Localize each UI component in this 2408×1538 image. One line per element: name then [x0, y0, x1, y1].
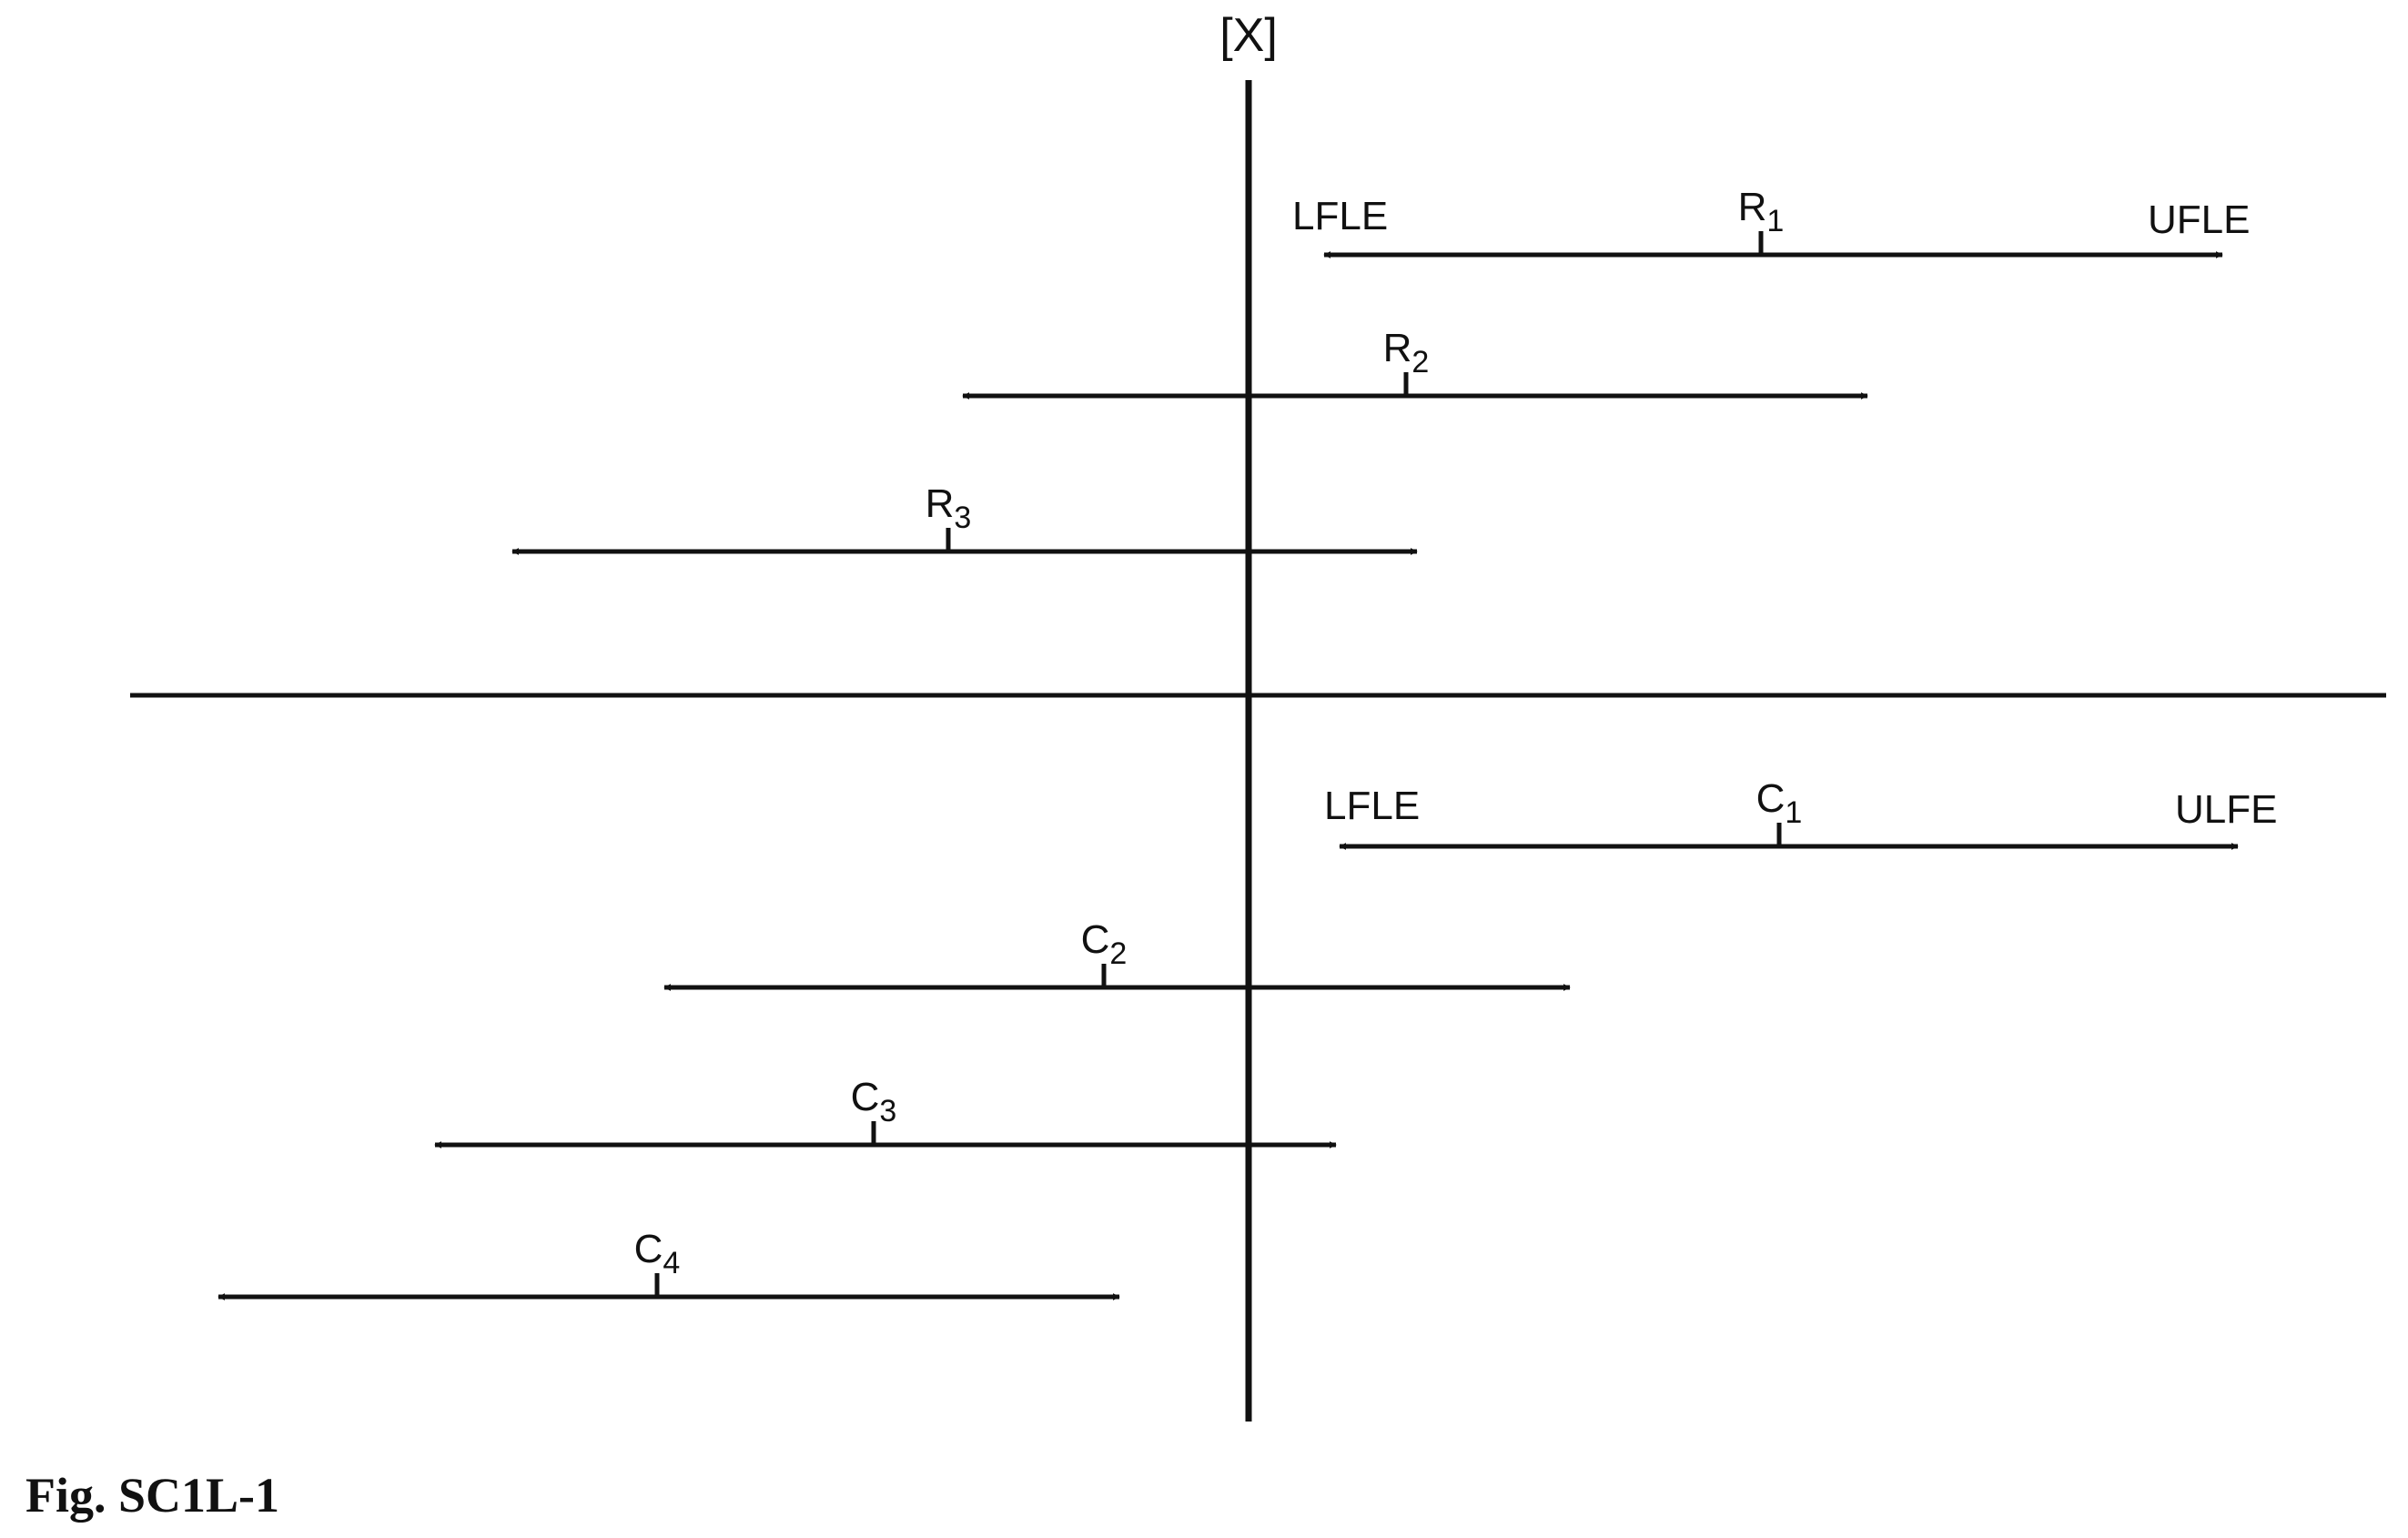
- left-endpoint-label: LFLE: [1324, 784, 1420, 828]
- interval-label-r3: R3: [926, 481, 972, 535]
- interval-label-c2: C2: [1081, 917, 1128, 971]
- interval-c3: C3: [434, 1075, 1337, 1148]
- interval-label-r1: R1: [1738, 185, 1785, 238]
- interval-r3: R3: [511, 481, 1418, 555]
- figure-caption: Fig. SC1L-1: [25, 1468, 280, 1523]
- interval-label-c4: C4: [634, 1227, 681, 1280]
- right-endpoint-label: ULFE: [2175, 787, 2277, 832]
- right-endpoint-label: UFLE: [2148, 197, 2250, 242]
- interval-r1: R1 LFLE UFLE: [1292, 185, 2250, 258]
- interval-label-c1: C1: [1756, 776, 1803, 830]
- interval-c4: C4: [218, 1227, 1120, 1300]
- interval-r2: R2: [962, 326, 1868, 400]
- interval-c1: C1 LFLE ULFE: [1324, 776, 2277, 850]
- axis-label: [X]: [1219, 9, 1278, 62]
- left-endpoint-label: LFLE: [1292, 194, 1388, 238]
- interval-c2: C2: [663, 917, 1571, 991]
- interval-label-c3: C3: [851, 1075, 897, 1128]
- interval-label-r2: R2: [1383, 326, 1430, 379]
